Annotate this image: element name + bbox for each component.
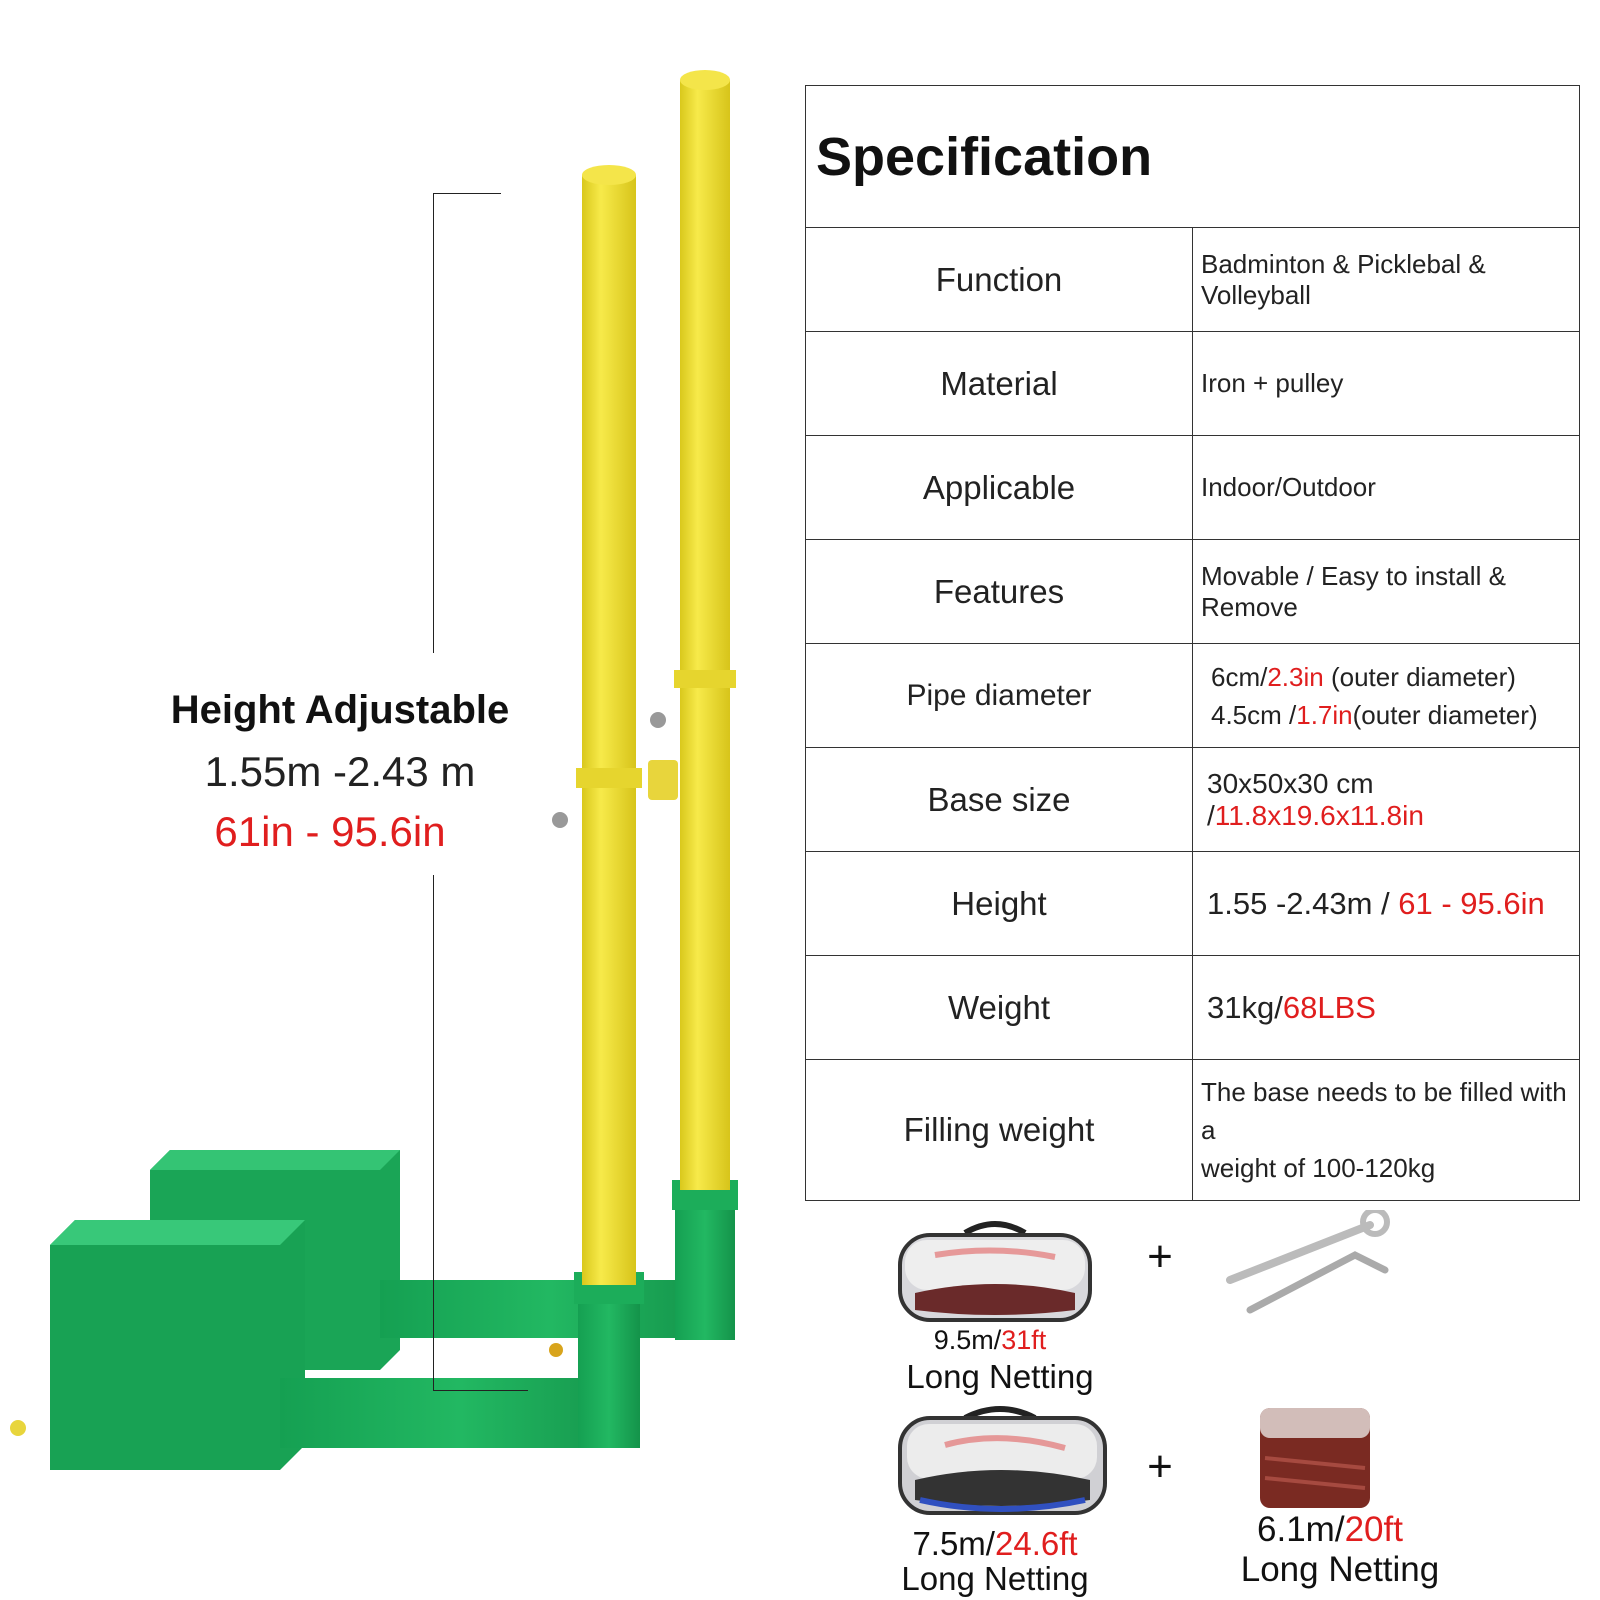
spec-label: Weight <box>805 955 1193 1060</box>
spec-row-function: Function Badminton & Picklebal & Volleyb… <box>805 227 1580 332</box>
spec-value: 1.55 -2.43m / 61 - 95.6in <box>1192 851 1580 956</box>
spec-row-base-size: Base size 30x50x30 cm /11.8x19.6x11.8in <box>805 747 1580 852</box>
spec-row-height: Height 1.55 -2.43m / 61 - 95.6in <box>805 851 1580 956</box>
spec-label: Filling weight <box>805 1059 1193 1201</box>
spec-label: Pipe diameter <box>805 643 1193 748</box>
spec-row-filling-weight: Filling weight The base needs to be fill… <box>805 1059 1580 1201</box>
height-range-metric: 1.55m -2.43 m <box>204 748 476 795</box>
spec-value: Iron + pulley <box>1192 331 1580 436</box>
pipe-diameter-line-2: 4.5cm /1.7in(outer diameter) <box>1211 699 1538 730</box>
spec-row-features: Features Movable / Easy to install & Rem… <box>805 539 1580 644</box>
spec-row-applicable: Applicable Indoor/Outdoor <box>805 435 1580 540</box>
net-post-illustration <box>10 70 738 1470</box>
net-2-label: Long Netting <box>901 1560 1089 1597</box>
net-2-size: 7.5m/24.6ft <box>912 1525 1078 1562</box>
net-3-size: 6.1m/20ft <box>1257 1510 1403 1549</box>
spec-label: Material <box>805 331 1193 436</box>
filling-weight-line-2: weight of 100-120kg <box>1201 1153 1436 1183</box>
spec-label: Function <box>805 227 1193 332</box>
spec-value: 30x50x30 cm /11.8x19.6x11.8in <box>1192 747 1580 852</box>
dimension-bottom-tick <box>433 1390 528 1391</box>
filling-weight-line-1: The base needs to be filled with a <box>1201 1077 1567 1145</box>
net-1-label: Long Netting <box>906 1358 1094 1395</box>
dimension-top-tick <box>433 193 501 194</box>
spec-value: The base needs to be filled with a weigh… <box>1192 1059 1580 1201</box>
front-post <box>10 165 644 1470</box>
spec-value: 6cm/2.3in (outer diameter) 4.5cm /1.7in(… <box>1192 643 1580 748</box>
spec-value: Movable / Easy to install & Remove <box>1192 539 1580 644</box>
plus-sign: + <box>1147 1232 1173 1281</box>
height-range-imperial: 61in - 95.6in <box>214 808 446 855</box>
dimension-line-upper <box>433 193 434 653</box>
spec-value: Indoor/Outdoor <box>1192 435 1580 540</box>
spec-value: Badminton & Picklebal & Volleyball <box>1192 227 1580 332</box>
height-adjustable-title: Height Adjustable <box>170 688 510 732</box>
spec-row-weight: Weight 31kg/68LBS <box>805 955 1580 1060</box>
red-net-bundle-icon <box>1260 1408 1370 1508</box>
spec-row-material: Material Iron + pulley <box>805 331 1580 436</box>
net-bag-icon <box>898 1406 1107 1515</box>
specification-table: Specification Function Badminton & Pickl… <box>805 85 1580 1201</box>
specification-title: Specification <box>805 85 1580 228</box>
pipe-diameter-line-1: 6cm/2.3in (outer diameter) <box>1211 661 1516 692</box>
spec-value: 31kg/68LBS <box>1192 955 1580 1060</box>
spec-row-pipe-diameter: Pipe diameter 6cm/2.3in (outer diameter)… <box>805 643 1580 748</box>
net-1-size: 9.5m/31ft <box>933 1325 1047 1355</box>
dimension-line-lower <box>433 875 434 1390</box>
net-bag-icon <box>898 1221 1092 1322</box>
spec-label: Features <box>805 539 1193 644</box>
spec-label: Base size <box>805 747 1193 852</box>
plus-sign: + <box>1147 1442 1173 1491</box>
wrench-icon <box>1226 1210 1390 1314</box>
spec-label: Applicable <box>805 435 1193 540</box>
net-3-label: Long Netting <box>1240 1550 1440 1589</box>
spec-label: Height <box>805 851 1193 956</box>
